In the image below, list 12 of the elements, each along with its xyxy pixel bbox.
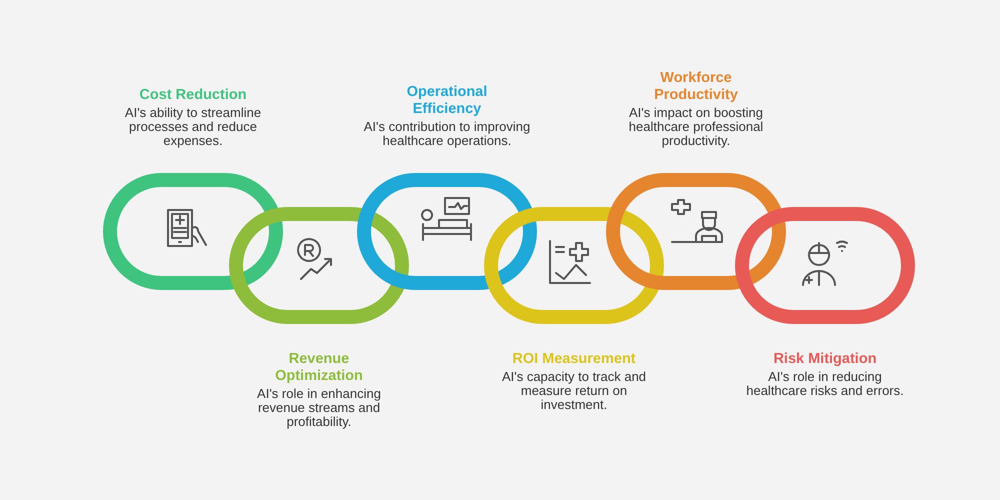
heading: Revenue Optimization bbox=[274, 351, 364, 385]
heading: Risk Mitigation bbox=[772, 351, 878, 368]
description: AI's role in reducing healthcare risks and errors. bbox=[745, 370, 905, 398]
heading: Operational Efficiency bbox=[406, 84, 488, 118]
heading: Workforce Productivity bbox=[653, 70, 739, 104]
description: AI's impact on boosting healthcare professional productivity. bbox=[628, 106, 764, 148]
heading: Cost Reduction bbox=[138, 87, 248, 104]
description: AI's contribution to improving healthcare operations. bbox=[362, 120, 532, 148]
description: AI's role in enhancing revenue streams and profitability. bbox=[256, 387, 382, 429]
description: AI's capacity to track and measure return on investment. bbox=[500, 370, 648, 412]
description: AI's ability to streamline processes and reduce expenses. bbox=[124, 106, 262, 148]
heading: ROI Measurement bbox=[511, 351, 637, 368]
